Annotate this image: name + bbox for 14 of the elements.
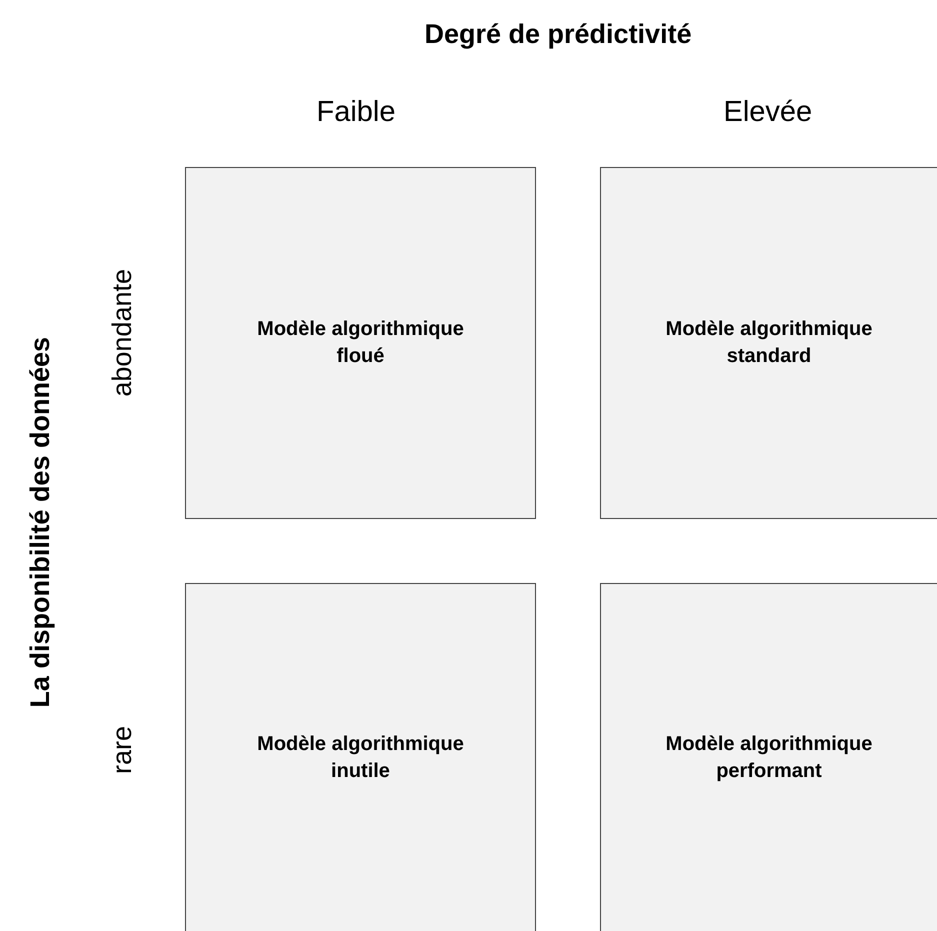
row-label: abondante — [108, 269, 136, 397]
quadrant-box — [600, 167, 937, 519]
axis-title: La disponibilité des données — [26, 336, 54, 708]
row-label: rare — [108, 726, 136, 774]
column-label: Elevée — [724, 98, 812, 126]
quadrant-label: Modèle algorithmique performant — [664, 732, 874, 784]
quadrant-label: Modèle algorithmique standard — [664, 317, 874, 369]
quadrant-box — [185, 167, 536, 519]
quadrant-label: Modèle algorithmique floué — [256, 317, 465, 369]
quadrant-box — [600, 583, 937, 931]
quadrant-box — [185, 583, 536, 931]
column-label: Faible — [316, 98, 396, 126]
quadrant-label: Modèle algorithmique inutile — [256, 732, 465, 784]
axis-title: Degré de prédictivité — [424, 20, 692, 48]
